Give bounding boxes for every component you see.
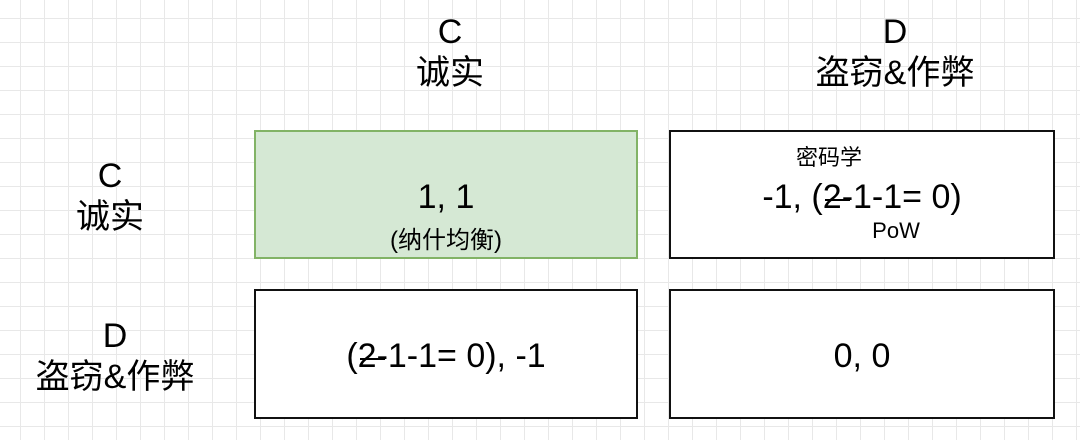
- row-header-d: D 盗窃&作弊: [10, 316, 220, 398]
- row-c-name: 诚实: [76, 197, 144, 236]
- row-d-code: D: [102, 317, 128, 355]
- row-header-c: C 诚实: [40, 156, 180, 238]
- column-header-c: C 诚实: [330, 12, 570, 94]
- row-d-name: 盗窃&作弊: [35, 357, 195, 396]
- payoff-dd: 0, 0: [833, 337, 891, 375]
- column-c-code: C: [437, 13, 463, 51]
- payoff-cell-dc: (2-1-1= 0), -1: [254, 289, 638, 419]
- cryptography-label: 密码学: [795, 145, 862, 170]
- payoff-cc: 1, 1: [417, 178, 475, 216]
- column-d-code: D: [882, 13, 908, 51]
- column-header-d: D 盗窃&作弊: [760, 12, 1030, 94]
- payoff-cd: -1, (2-1-1= 0): [671, 178, 1053, 217]
- payoff-cd-prefix: -1, (: [762, 178, 823, 216]
- pow-label: PoW: [872, 218, 920, 243]
- payoff-dc: (2-1-1= 0), -1: [256, 337, 636, 376]
- payoff-dc-rest: -1-1= 0), -1: [376, 337, 546, 375]
- row-c-code: C: [97, 157, 123, 195]
- payoff-cd-rest: -1-1= 0): [841, 178, 962, 216]
- payoff-cell-dd: 0, 0: [669, 289, 1055, 419]
- payoff-dc-prefix: (: [346, 337, 358, 375]
- payoff-cell-cc: 1, 1 (纳什均衡): [254, 130, 638, 259]
- column-c-name: 诚实: [416, 53, 484, 92]
- payoff-cell-cd: 密码学 -1, (2-1-1= 0) PoW: [669, 130, 1055, 259]
- payoff-cd-struck-value: 2: [822, 178, 850, 216]
- nash-equilibrium-label: (纳什均衡): [390, 227, 502, 254]
- column-d-name: 盗窃&作弊: [815, 53, 975, 92]
- payoff-dc-struck-value: 2: [357, 337, 385, 375]
